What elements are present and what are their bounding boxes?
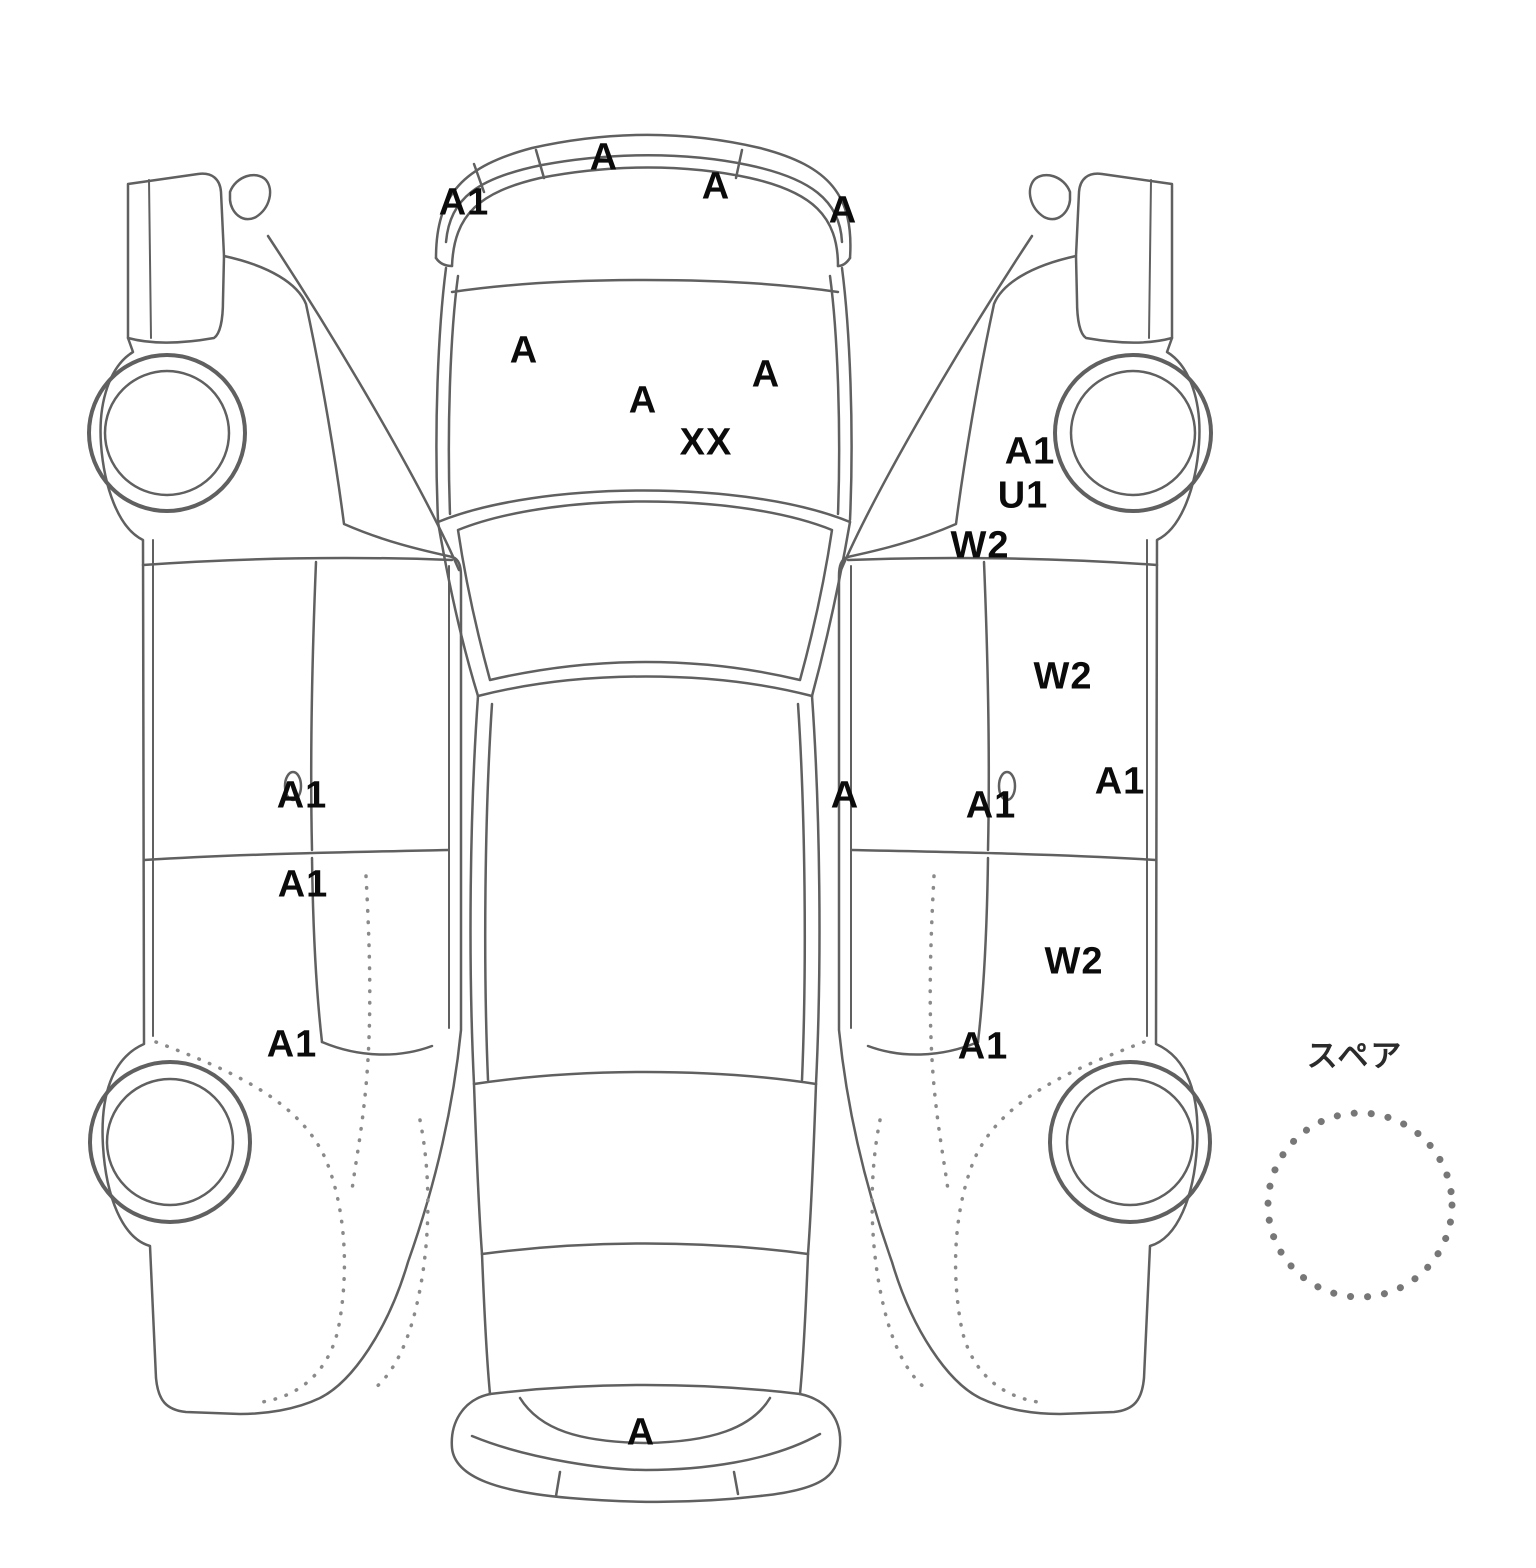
hood xyxy=(435,266,853,522)
damage-label: A xyxy=(589,136,619,179)
damage-label: W2 xyxy=(950,524,1010,567)
door-handle xyxy=(283,770,303,802)
spare-tire-circle xyxy=(1264,1109,1456,1301)
top-view-car xyxy=(434,133,853,1504)
damage-label: A1 xyxy=(266,1023,318,1066)
damage-label: W2 xyxy=(1033,655,1093,698)
front-bumper-side-inner xyxy=(148,179,152,339)
rear-wheel xyxy=(88,1060,252,1224)
damage-label: A1 xyxy=(1004,430,1056,473)
bumper-tick-outer-left xyxy=(472,162,486,194)
belt-line-rear xyxy=(310,856,324,1044)
bumper-tick-right xyxy=(734,148,744,180)
door-split-line xyxy=(142,848,450,862)
side-body-outline xyxy=(99,172,463,1416)
damage-label: A xyxy=(509,329,539,372)
windshield xyxy=(436,489,852,698)
rear-window-trunk xyxy=(472,1082,818,1396)
roof xyxy=(469,694,821,1086)
damage-label: XX xyxy=(679,421,733,464)
rear-bumper-tick-right xyxy=(732,1470,740,1496)
quarter-line xyxy=(320,1040,434,1056)
damage-label: A1 xyxy=(1094,760,1146,803)
door-mirror xyxy=(228,173,272,221)
damage-label: A xyxy=(701,165,731,208)
front-bumper xyxy=(434,133,852,268)
front-bumper-side-edge xyxy=(126,254,226,344)
damage-label: A1 xyxy=(438,181,490,224)
damage-label: A xyxy=(626,1411,656,1454)
damage-label: A xyxy=(628,379,658,422)
damage-label: U1 xyxy=(997,474,1049,517)
belt-line-front xyxy=(309,560,318,852)
cowl-line xyxy=(141,556,454,567)
a-pillar-line xyxy=(266,234,461,572)
damage-label: A1 xyxy=(957,1025,1009,1068)
damage-label: A xyxy=(830,774,860,817)
damage-label: A xyxy=(751,353,781,396)
rear-bumper xyxy=(450,1392,842,1504)
front-wheel xyxy=(87,353,247,513)
damage-label: A1 xyxy=(276,774,328,817)
rear-bumper-tick-left xyxy=(554,1470,562,1498)
hidden-structure-dotted xyxy=(154,874,430,1404)
damage-label: A xyxy=(828,189,858,232)
spare-tire-label: スペア xyxy=(1306,1038,1404,1074)
damage-label: W2 xyxy=(1044,940,1104,983)
left-side-view xyxy=(87,172,463,1416)
damage-label: A1 xyxy=(965,784,1017,827)
damage-label: A1 xyxy=(277,863,329,906)
bumper-tick-left xyxy=(534,148,546,180)
